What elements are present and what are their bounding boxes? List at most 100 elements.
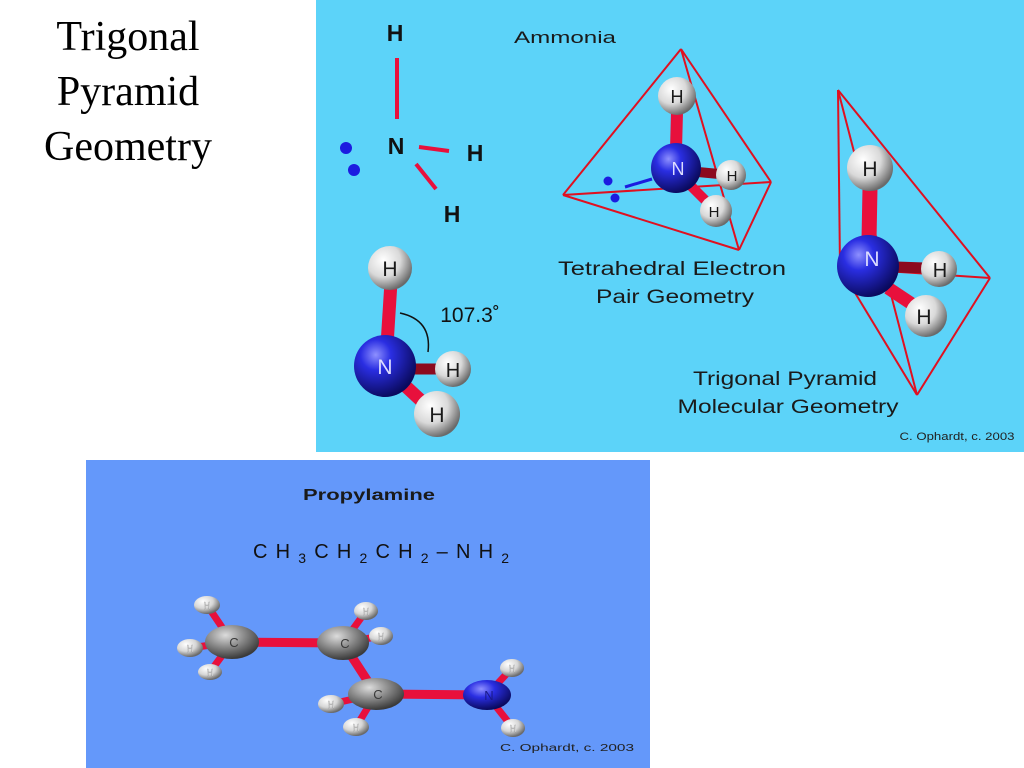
bond-angle-label: 107.3˚: [440, 304, 500, 327]
formula-subscript: 2: [421, 550, 429, 566]
propylamine-molecule: H H H H H H H H H C: [177, 596, 525, 737]
hydrogen-label: H: [727, 168, 738, 185]
title-line: Pyramid: [56, 69, 200, 115]
carbon-label: C: [229, 635, 238, 650]
lewis-right-hydrogen-label: H: [467, 140, 484, 166]
hydrogen-atom: [198, 664, 222, 680]
hydrogen-atom: [905, 295, 947, 337]
formula-group: –NH: [437, 541, 493, 563]
hydrogen-atom: [318, 695, 344, 713]
ball-and-stick-model: H N H H 107.3˚: [354, 246, 500, 437]
nitrogen-label: N: [672, 159, 685, 179]
nitrogen-label: N: [377, 356, 392, 379]
hydrogen-label: H: [186, 644, 193, 655]
propylamine-credit: C. Ophardt, c. 2003: [500, 743, 635, 754]
lone-pair-dot: [603, 176, 613, 186]
hydrogen-atom: [368, 246, 412, 290]
formula-group: CH: [314, 541, 351, 563]
bond-stick: [861, 187, 878, 241]
hydrogen-label: H: [508, 664, 515, 675]
ammonia-credit: C. Ophardt, c. 2003: [900, 431, 1015, 443]
trigonal-caption-line: Trigonal Pyramid: [693, 369, 877, 390]
hydrogen-label: H: [671, 87, 684, 107]
tetrahedron-edge: [562, 48, 682, 196]
hydrogen-atom: [921, 251, 957, 287]
hydrogen-atom: [343, 718, 369, 736]
title-line: Geometry: [44, 124, 212, 170]
formula-subscript: 3: [298, 550, 306, 566]
lone-pair-dot: [340, 142, 352, 154]
hydrogen-label: H: [203, 601, 210, 612]
bond-stick: [884, 282, 916, 310]
slide-title: Trigonal Pyramid Geometry: [0, 10, 256, 175]
lewis-top-hydrogen-label: H: [387, 20, 404, 46]
nitrogen-atom: [354, 335, 416, 397]
hydrogen-label: H: [362, 607, 369, 618]
lewis-structure: H N H H: [340, 20, 483, 227]
hydrogen-label: H: [916, 306, 931, 329]
nitrogen-label: N: [484, 688, 493, 703]
ammonia-figure: Ammonia H N H H H N: [316, 0, 1024, 452]
formula-group: CH: [375, 541, 412, 563]
lewis-bond-bottom: [414, 162, 438, 191]
pyramid-edge: [837, 89, 991, 279]
hydrogen-atom: [435, 351, 471, 387]
hydrogen-atom: [501, 719, 525, 737]
carbon-atom: [348, 678, 404, 710]
lewis-bottom-hydrogen-label: H: [444, 201, 461, 227]
nitrogen-label: N: [864, 248, 879, 271]
nitrogen-atom: [837, 235, 899, 297]
hydrogen-atom: [847, 145, 893, 191]
trigonal-pyramid-model: H N H H Trigonal Pyramid Molecular Geome…: [678, 89, 991, 418]
hydrogen-label: H: [327, 700, 334, 711]
hydrogen-atom: [177, 639, 203, 657]
lone-pair-line: [624, 177, 653, 189]
hydrogen-label: H: [709, 204, 720, 221]
tetrahedron-edge: [738, 181, 772, 251]
hydrogen-atom: [414, 391, 460, 437]
hydrogen-atom: [716, 160, 746, 190]
title-line: Trigonal: [56, 14, 200, 60]
bond-stick: [686, 181, 709, 204]
lone-pair-dot: [348, 164, 360, 176]
lone-pair-dot: [610, 193, 620, 203]
ammonia-figure-canvas: Ammonia H N H H H N: [340, 20, 1015, 443]
nitrogen-atom: [651, 143, 701, 193]
hydrogen-atom: [354, 602, 378, 620]
hydrogen-atom: [658, 77, 696, 115]
tetrahedron-edge: [562, 194, 740, 251]
hydrogen-atom: [369, 627, 393, 645]
formula-group: CH: [253, 541, 290, 563]
bond-angle-arc: [399, 312, 430, 353]
tetrahedral-caption-line: Pair Geometry: [596, 287, 755, 308]
nitrogen-atom: [463, 680, 511, 710]
hydrogen-label: H: [377, 632, 384, 643]
carbon-label: C: [373, 687, 382, 702]
tetrahedral-caption-line: Tetrahedral Electron: [558, 259, 786, 280]
hydrogen-label: H: [862, 158, 877, 181]
hydrogen-label: H: [352, 723, 359, 734]
lewis-nitrogen-label: N: [388, 133, 405, 159]
propylamine-heading: Propylamine: [303, 487, 435, 504]
hydrogen-atom: [500, 659, 524, 677]
hydrogen-label: H: [446, 360, 460, 382]
bond-stick: [697, 167, 720, 179]
bond-stick: [380, 281, 398, 346]
formula-subscript: 2: [501, 550, 509, 566]
hydrogen-atom: [194, 596, 220, 614]
carbon-atom: [205, 625, 259, 659]
carbon-atom: [317, 626, 369, 660]
hydrogen-atom: [700, 195, 732, 227]
pyramid-edge: [837, 89, 841, 269]
hydrogen-label: H: [933, 260, 947, 282]
lewis-bond-right: [418, 145, 450, 153]
carbon-label: C: [340, 636, 349, 651]
tetrahedral-model: H N H H Tetrahedral Electron Pair Geomet…: [558, 48, 786, 308]
hydrogen-label: H: [509, 724, 516, 735]
hydrogen-label: H: [206, 668, 213, 679]
tetrahedron-edge: [680, 48, 772, 183]
